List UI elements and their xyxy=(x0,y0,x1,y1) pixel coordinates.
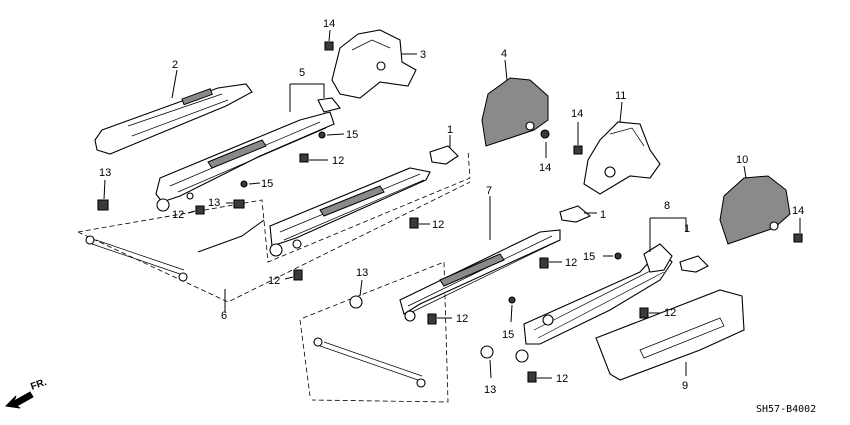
part-12-bolt-c xyxy=(195,205,205,215)
part-6-lower-rail xyxy=(269,167,431,257)
part-13-bolt-b xyxy=(97,199,109,211)
callout-15-c: 15 xyxy=(583,251,595,263)
callout-7: 7 xyxy=(486,185,492,197)
callout-12-b: 12 xyxy=(172,209,184,221)
part-13-bolt-a xyxy=(233,199,245,209)
part-1-clip-a xyxy=(429,145,459,165)
part-12-bolt-e xyxy=(539,257,549,269)
part-13-bolt-d xyxy=(480,345,494,359)
callout-14-a: 14 xyxy=(323,18,335,30)
part-9-trim-cover xyxy=(595,289,745,381)
callout-2: 2 xyxy=(172,59,178,71)
part-7-lower-rail xyxy=(399,229,561,322)
callout-12-e: 12 xyxy=(565,257,577,269)
part-15-bolt-a xyxy=(318,131,326,139)
part-14-fastener-b xyxy=(540,129,550,139)
part-12-bolt-a xyxy=(299,153,309,163)
part-15-bolt-d xyxy=(508,296,516,304)
part-14-fastener-d xyxy=(793,233,803,243)
part-15-bolt-c xyxy=(614,252,622,260)
part-12-bolt-g xyxy=(639,307,649,319)
part-3-cover xyxy=(331,29,417,99)
part-13-bolt-c xyxy=(349,295,363,309)
part-4-cover xyxy=(481,77,549,147)
callout-14-c: 14 xyxy=(571,108,583,120)
part-8-upper-rail xyxy=(515,243,673,363)
callout-15-a: 15 xyxy=(346,129,358,141)
callout-12-g: 12 xyxy=(664,307,676,319)
callout-8: 8 xyxy=(664,200,670,212)
callout-1-a: 1 xyxy=(447,124,453,136)
part-11-cover xyxy=(583,121,661,195)
callout-12-h: 12 xyxy=(556,373,568,385)
callout-3: 3 xyxy=(420,49,426,61)
callout-4: 4 xyxy=(501,48,507,60)
part-15-bolt-b xyxy=(240,180,248,188)
right-group-boundary xyxy=(299,261,449,403)
part-5-clip xyxy=(317,97,341,113)
drawing-code: SH57-B4002 xyxy=(756,404,816,415)
part-1-clip-b xyxy=(559,205,592,223)
callout-9: 9 xyxy=(682,380,688,392)
callout-1-c: 1 xyxy=(684,223,690,235)
callout-13-b: 13 xyxy=(208,197,220,209)
callout-13-d: 13 xyxy=(484,384,496,396)
part-12-bolt-d xyxy=(293,269,303,281)
callout-15-b: 15 xyxy=(261,178,273,190)
callout-14-b: 14 xyxy=(539,162,551,174)
part-12-bolt-h xyxy=(527,371,537,383)
callout-12-a: 12 xyxy=(332,155,344,167)
front-direction-label: FR. xyxy=(29,377,48,393)
part-12-bolt-b xyxy=(409,217,419,229)
callout-12-c: 12 xyxy=(432,219,444,231)
callout-13-c: 13 xyxy=(356,267,368,279)
part-1-clip-c xyxy=(679,255,709,273)
part-5-upper-rail xyxy=(155,111,335,212)
callout-11: 11 xyxy=(615,90,626,102)
front-direction-arrow-icon xyxy=(4,391,34,409)
callout-6: 6 xyxy=(221,310,227,322)
part-2-trim-cover xyxy=(94,83,253,155)
callout-14-d: 14 xyxy=(792,205,804,217)
part-14-fastener-c xyxy=(573,145,583,155)
part-12-bolt-f xyxy=(427,313,437,325)
right-link-rod xyxy=(313,337,426,388)
callout-15-d: 15 xyxy=(502,329,514,341)
part-10-cover xyxy=(719,175,791,245)
callout-12-f: 12 xyxy=(456,313,468,325)
callout-10: 10 xyxy=(736,154,748,166)
callout-5: 5 xyxy=(299,67,305,79)
callout-1-b: 1 xyxy=(600,209,606,221)
part-14-fastener-a xyxy=(324,41,334,51)
left-link-rod xyxy=(85,235,188,282)
callout-12-d: 12 xyxy=(268,275,280,287)
callout-13-a: 13 xyxy=(99,167,111,179)
